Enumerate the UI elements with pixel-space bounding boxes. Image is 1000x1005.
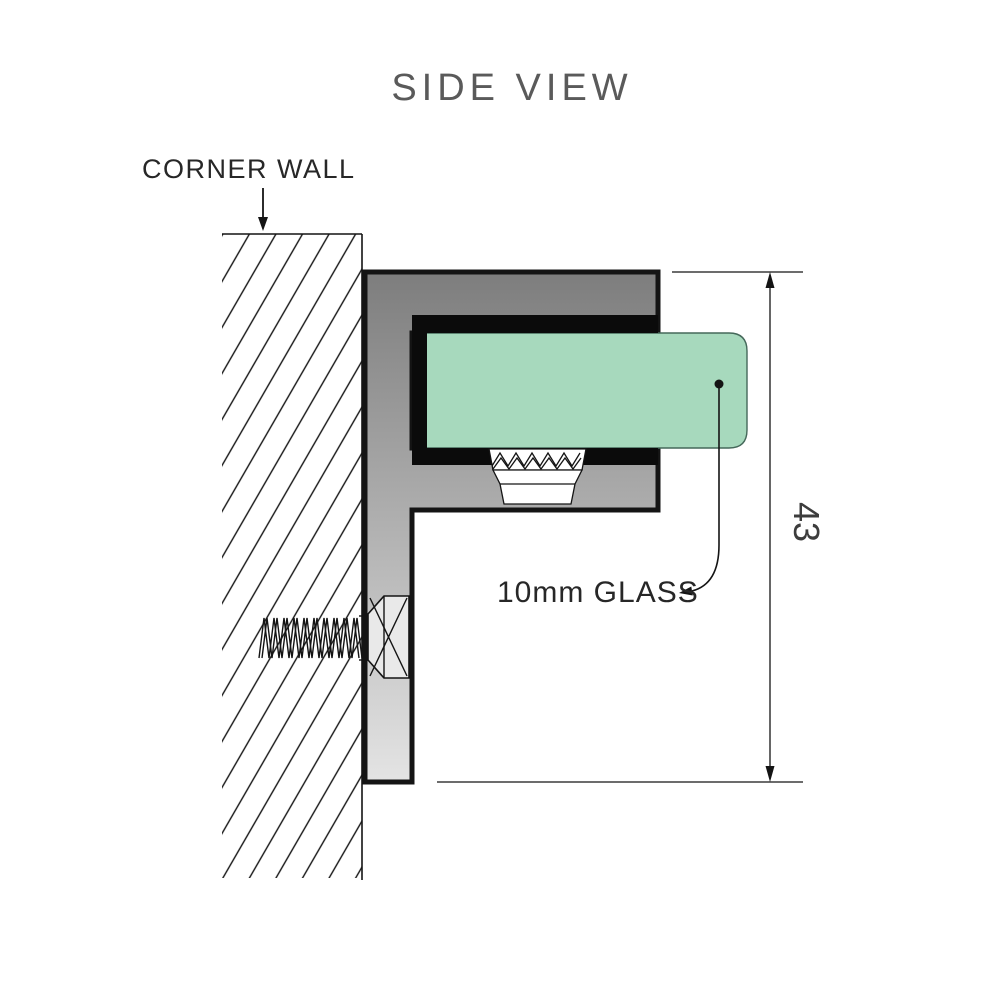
glass-seal-cup	[491, 469, 584, 505]
glass-callout-dot	[714, 379, 724, 389]
dimension-value: 43	[786, 502, 827, 542]
corner-wall-label: CORNER WALL	[142, 154, 356, 184]
glass-callout-leader	[691, 388, 720, 592]
diagram-title: SIDE VIEW	[391, 67, 632, 109]
dimension-arrowhead-top-icon	[765, 272, 775, 288]
glass-panel-outline	[419, 332, 748, 449]
glass-seal	[488, 448, 587, 505]
glass-callout	[679, 379, 724, 596]
corner-wall	[222, 233, 363, 880]
glass-seal-spring-wave	[492, 456, 582, 471]
dimension-43	[437, 271, 803, 783]
glass-callout-arrowhead-icon	[679, 586, 693, 596]
channel-liner	[412, 315, 658, 465]
corner-wall-arrowhead-icon	[258, 217, 268, 231]
wall-hatching	[222, 234, 362, 878]
glass-seal-spring-wave	[491, 451, 581, 468]
screw-head-cross-line	[369, 597, 408, 677]
wall-screw	[258, 595, 410, 679]
corner-wall-arrow	[258, 188, 268, 231]
dimension-arrowhead-bottom-icon	[765, 766, 775, 782]
glass-label: 10mm GLASS	[497, 576, 699, 609]
glass-panel	[420, 333, 747, 448]
